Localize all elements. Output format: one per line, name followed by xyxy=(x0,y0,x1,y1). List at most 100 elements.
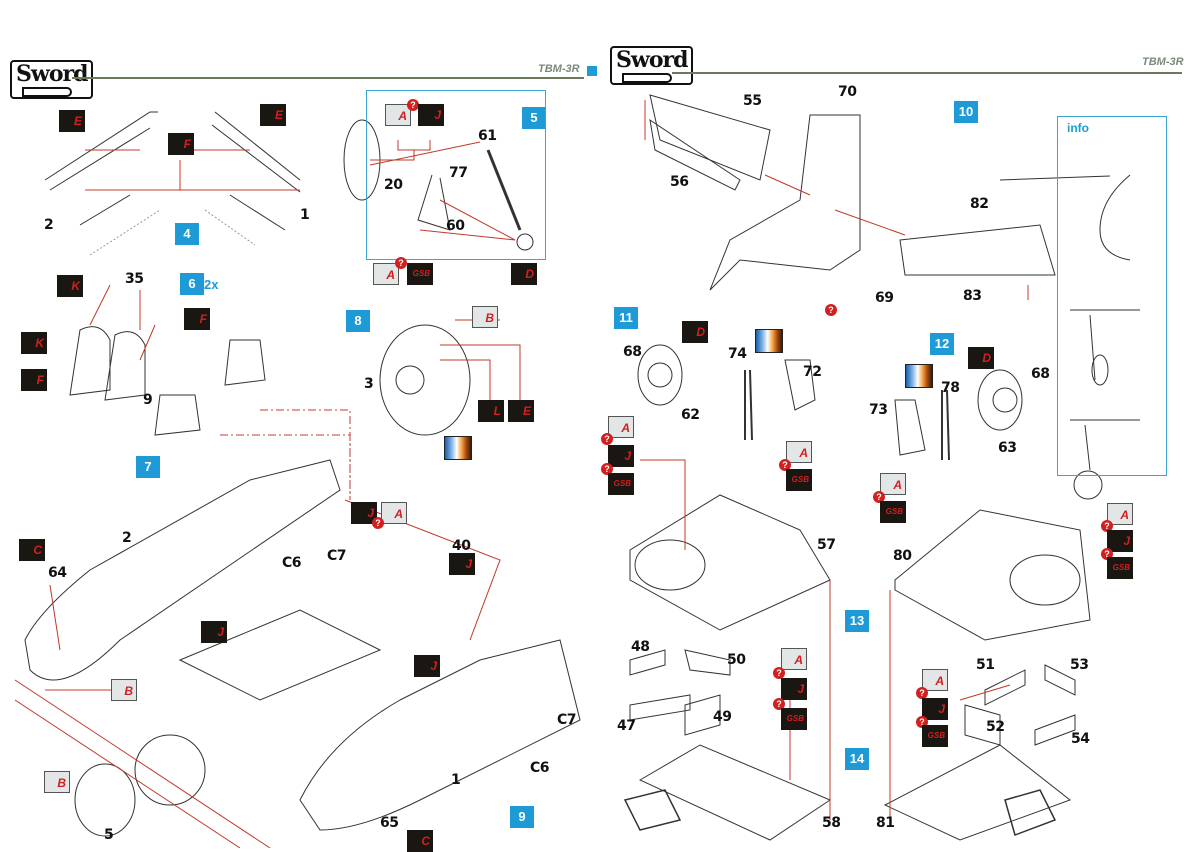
part-number-C7-b: C7 xyxy=(557,712,577,728)
part-number-63: 63 xyxy=(998,440,1017,456)
paint-chip-C: C xyxy=(407,830,433,852)
step-4-badge: 4 xyxy=(175,223,199,245)
step-13-badge: 13 xyxy=(845,610,869,632)
paint-chip-B: B xyxy=(44,771,70,793)
paint-chip-J: J xyxy=(1107,530,1133,552)
paint-chip-A: A xyxy=(922,669,948,691)
fuselage-left-half xyxy=(24,459,341,681)
engine-front xyxy=(134,734,206,806)
step-5-badge: 5 xyxy=(522,107,546,129)
paint-chip-J: J xyxy=(781,678,807,700)
paint-chip-A: A xyxy=(786,441,812,463)
paint-chip-D: D xyxy=(511,263,537,285)
step-11-badge: 11 xyxy=(614,307,638,329)
paint-chip-GSB: GSB xyxy=(922,725,948,747)
header-rule-right xyxy=(672,72,1182,74)
optional-marker: ? xyxy=(395,257,407,269)
part-number-69: 69 xyxy=(875,290,894,306)
paint-chip-F: F xyxy=(21,369,47,391)
wheel-68-left xyxy=(637,344,683,406)
part-number-3: 3 xyxy=(364,376,374,392)
part-number-72: 72 xyxy=(803,364,822,380)
step-6-badge: 6 xyxy=(180,273,204,295)
part-number-C6: C6 xyxy=(282,555,302,571)
optional-marker: ? xyxy=(372,517,384,529)
part-number-35: 35 xyxy=(125,271,144,287)
metallic-gradient-swatch xyxy=(905,364,933,388)
wing-underside-right xyxy=(883,744,1072,841)
optional-marker: ? xyxy=(916,687,928,699)
paint-chip-J: J xyxy=(449,553,475,575)
paint-chip-J: J xyxy=(351,502,377,524)
part-number-2-fuselage: 2 xyxy=(122,530,132,546)
part-number-20: 20 xyxy=(384,177,403,193)
part-number-68-left: 68 xyxy=(623,344,642,360)
paint-chip-A: A xyxy=(373,263,399,285)
part-number-9: 9 xyxy=(143,392,153,408)
paint-chip-J: J xyxy=(201,621,227,643)
paint-chip-K: K xyxy=(21,332,47,354)
part-number-61: 61 xyxy=(478,128,497,144)
paint-chip-A: A xyxy=(608,416,634,438)
metallic-gradient-swatch xyxy=(444,436,472,460)
paint-chip-L: L xyxy=(478,400,504,422)
radiator-grid-left xyxy=(623,789,682,831)
sword-logo-left: Sword xyxy=(10,60,94,99)
paint-chip-E: E xyxy=(508,400,534,422)
paint-chip-D: D xyxy=(968,347,994,369)
info-label: info xyxy=(1067,121,1089,135)
radiator-grid-right xyxy=(1004,789,1057,836)
wheel-68-right xyxy=(977,369,1023,431)
paint-chip-J: J xyxy=(414,655,440,677)
paint-chip-J: J xyxy=(418,104,444,126)
optional-marker: ? xyxy=(873,491,885,503)
part-number-83: 83 xyxy=(963,288,982,304)
optional-marker: ? xyxy=(601,463,613,475)
part-number-49: 49 xyxy=(713,709,732,725)
cockpit-floor xyxy=(178,609,382,701)
brand-name: Sword xyxy=(616,47,688,73)
part-number-68-right: 68 xyxy=(1031,366,1050,382)
paint-chip-A: A xyxy=(1107,503,1133,525)
step-9-badge: 9 xyxy=(510,806,534,828)
part-number-50: 50 xyxy=(727,652,746,668)
paint-chip-GSB: GSB xyxy=(608,473,634,495)
engine-3 xyxy=(379,324,471,436)
step-14-badge: 14 xyxy=(845,748,869,770)
optional-marker: ? xyxy=(407,99,419,111)
fuselage-right-half xyxy=(299,639,581,831)
part-number-54: 54 xyxy=(1071,731,1090,747)
metallic-gradient-swatch xyxy=(755,329,783,353)
part-number-73: 73 xyxy=(869,402,888,418)
header-rule-left xyxy=(72,77,584,79)
gear-door-72 xyxy=(784,359,816,411)
part-number-56: 56 xyxy=(670,174,689,190)
part-number-60: 60 xyxy=(446,218,465,234)
optional-marker: ? xyxy=(601,433,613,445)
part-number-78: 78 xyxy=(941,380,960,396)
optional-marker: ? xyxy=(1101,520,1113,532)
part-number-1: 1 xyxy=(300,207,310,223)
wing-well-right xyxy=(894,509,1091,641)
part-number-65: 65 xyxy=(380,815,399,831)
cockpit-sidewall-right xyxy=(211,111,301,193)
brand-name: Sword xyxy=(16,61,88,87)
step-10-badge: 10 xyxy=(954,101,978,123)
part-number-82: 82 xyxy=(970,196,989,212)
part-number-80: 80 xyxy=(893,548,912,564)
part-number-51: 51 xyxy=(976,657,995,673)
part-number-53: 53 xyxy=(1070,657,1089,673)
paint-chip-B: B xyxy=(472,306,498,328)
model-name-left: TBM-3R xyxy=(538,63,580,75)
paint-chip-F: F xyxy=(184,308,210,330)
paint-chip-D: D xyxy=(682,321,708,343)
paint-chip-GSB: GSB xyxy=(1107,557,1133,579)
step-6-quantity: 2x xyxy=(204,277,219,292)
part-number-5: 5 xyxy=(104,827,114,843)
sword-icon xyxy=(22,87,72,97)
paint-chip-K: K xyxy=(57,275,83,297)
info-box xyxy=(1057,116,1167,476)
sword-logo-right: Sword xyxy=(610,46,694,85)
page-marker-icon xyxy=(587,66,597,76)
vertical-fin xyxy=(709,114,861,291)
